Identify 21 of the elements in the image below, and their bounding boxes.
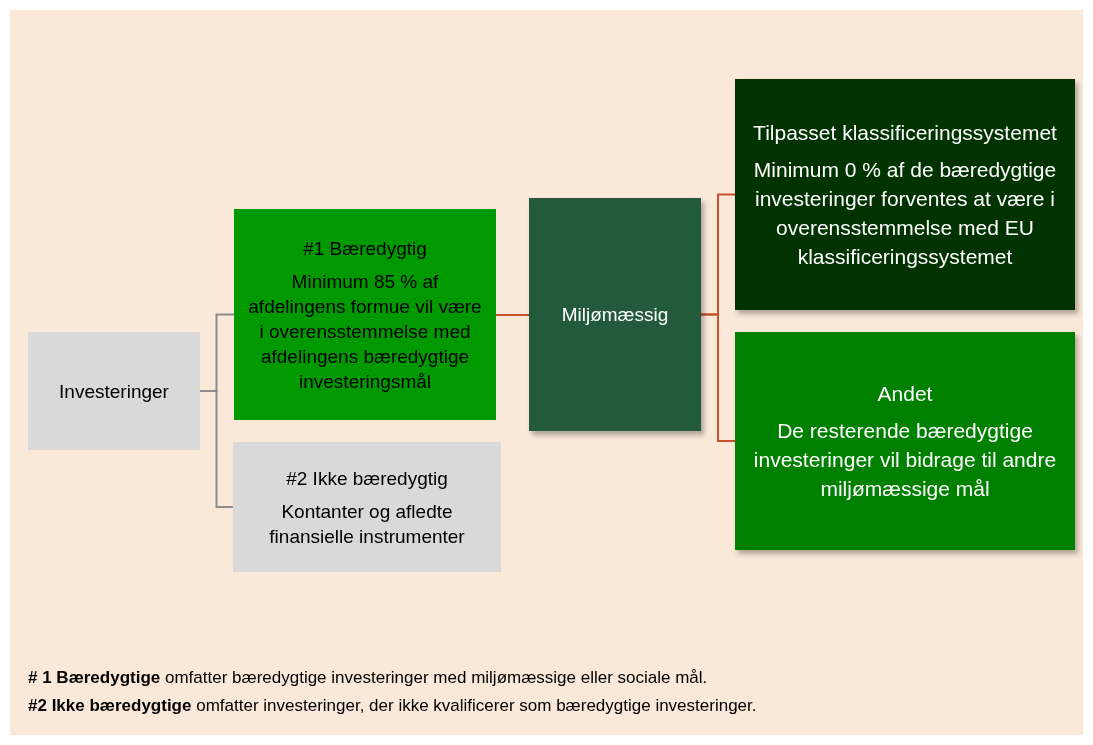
process-box <box>529 198 701 431</box>
footnote-text: # 1 Bæredygtige omfatter bæredygtige investeringer med miljømæssige eller sociale mål. <box>28 667 709 689</box>
box-heading: #2 Ikke bæredygtig <box>286 466 448 491</box>
box-text: Kontanter og afledte finansielle instrumenter <box>268 499 466 549</box>
box-text: Minimum 85 % af afdelingens formue vil være i overensstemmelse med afdelingens bæredygtige investeringsmål <box>247 269 483 394</box>
box-text: Minimum 0 % af de bæredygtige investeringer forventes at være i overensstemmelse med EU klassificeringssystemet <box>752 157 1058 270</box>
box-heading: #1 Bæredygtig <box>303 236 427 261</box>
connector-line <box>700 313 736 442</box>
box-text: Miljømæssig <box>561 303 669 327</box>
box-heading: Andet <box>877 381 933 407</box>
process-box <box>233 442 501 572</box>
box-text: Investeringer <box>59 379 169 404</box>
connector-line <box>199 390 234 508</box>
box-text: De resterende bæredygtige investeringer vil bidrage til andre miljømæssige mål <box>752 418 1058 502</box>
box-heading: Tilpasset klassificeringssystemet <box>753 120 1057 146</box>
process-box <box>234 209 496 420</box>
process-box <box>735 79 1075 310</box>
process-box <box>735 332 1075 550</box>
connector-line <box>495 314 530 316</box>
footnote-text: #2 Ikke bæredygtige omfatter investeringer, der ikke kvalificerer som bæredygtige investeringer. <box>28 695 757 717</box>
process-box <box>28 332 200 450</box>
